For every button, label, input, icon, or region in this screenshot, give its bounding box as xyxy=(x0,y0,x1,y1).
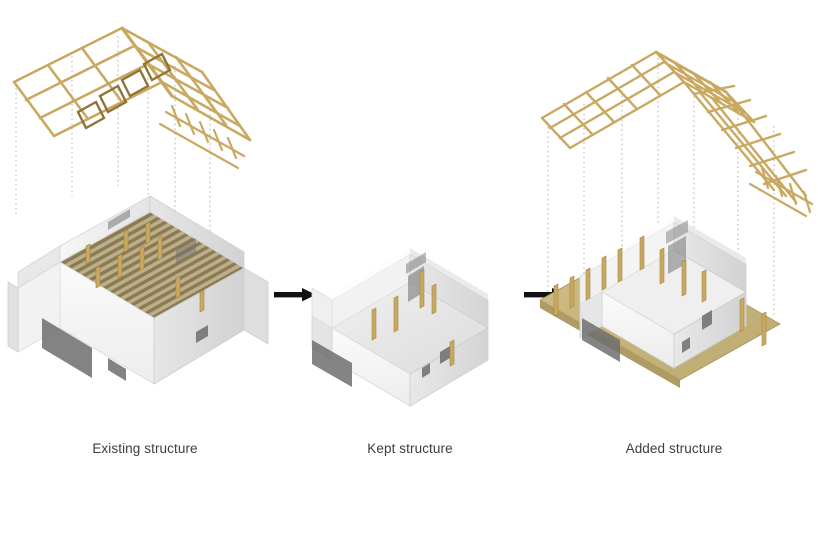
opening-window-front xyxy=(108,358,126,381)
kept-opening-slot-right xyxy=(440,346,450,364)
added-structure-illustration xyxy=(539,50,814,388)
caption-kept-structure: Kept structure xyxy=(367,441,453,456)
kept-wall-front-right xyxy=(409,327,489,407)
roof-plane-left xyxy=(12,26,164,138)
kept-opening-window-rear xyxy=(406,252,426,274)
wall-rear-right xyxy=(149,195,245,269)
roof-truss-frame xyxy=(12,26,252,170)
roof-plane-right xyxy=(654,50,756,124)
added-timber-posts xyxy=(553,235,767,347)
kept-opening-garage xyxy=(312,340,352,387)
roof-grid-frame xyxy=(540,50,814,218)
wall-openings xyxy=(42,209,208,381)
building-volume xyxy=(7,195,269,385)
opening-window-rear xyxy=(108,209,130,230)
kept-structure-illustration xyxy=(311,248,489,407)
added-openings xyxy=(582,220,712,362)
caption-existing-structure: Existing structure xyxy=(92,441,198,456)
added-opening-door-rear xyxy=(668,236,686,274)
kept-opening-small xyxy=(422,363,430,378)
opening-garage xyxy=(42,318,92,378)
arrow-to-kept-structure xyxy=(274,288,316,302)
annex-block xyxy=(7,245,61,353)
roof-plane-left xyxy=(540,50,686,150)
truss-braces xyxy=(76,52,172,130)
opening-slot xyxy=(196,325,208,343)
added-building-volume xyxy=(579,216,747,369)
added-wall-front-right xyxy=(673,291,747,369)
added-opening-small xyxy=(682,337,690,353)
existing-structure-illustration xyxy=(7,26,269,385)
panel-kept-structure: Kept structure xyxy=(290,0,530,545)
caption-added-structure: Added structure xyxy=(625,441,723,456)
side-wall-extension xyxy=(243,267,269,345)
opening-window-right xyxy=(176,238,196,264)
eave-apron xyxy=(748,166,814,218)
kept-building-volume xyxy=(311,248,489,407)
added-opening-window-rear xyxy=(666,220,688,244)
timber-posts xyxy=(85,221,205,313)
roof-hip-field xyxy=(682,80,808,204)
panel-existing-structure: Existing structure xyxy=(0,0,290,545)
added-opening-garage xyxy=(582,318,620,362)
eave-slats xyxy=(158,104,246,170)
kept-timber-columns xyxy=(371,269,455,367)
added-opening-right-slot xyxy=(702,310,712,330)
panel-added-structure: Added structure xyxy=(530,0,818,545)
